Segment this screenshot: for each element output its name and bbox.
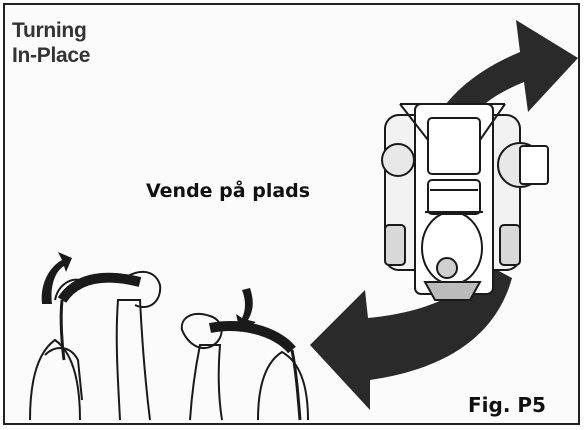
left-hand-on-lever-icon: [29, 270, 162, 421]
figure-caption: Vende på plads: [146, 180, 311, 202]
lawn-mower-top-view-icon: [381, 103, 549, 301]
figure-title: Turning In-Place: [12, 19, 91, 67]
backward-arrow-icon: [236, 288, 256, 332]
forward-arrow-icon: [41, 252, 72, 304]
figure-label: Fig. P5: [468, 393, 546, 417]
right-hand-on-lever-icon: [180, 312, 309, 421]
